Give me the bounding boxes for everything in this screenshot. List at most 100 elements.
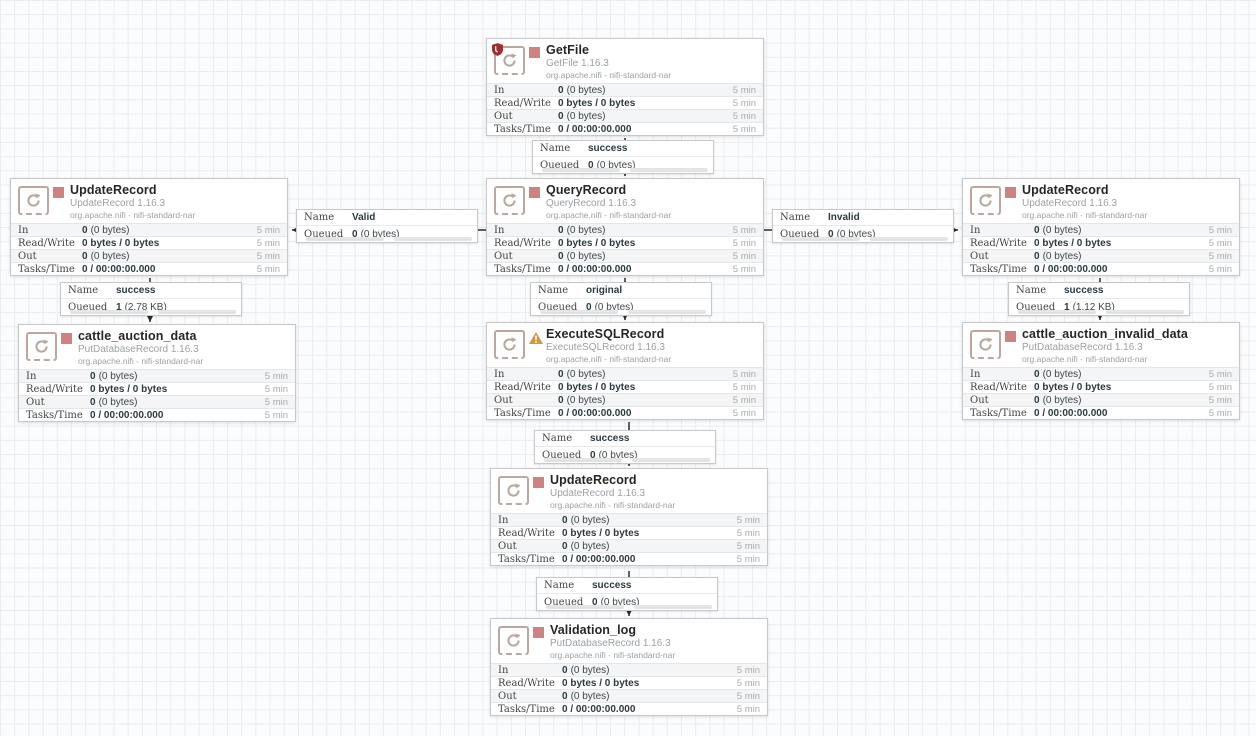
connection-queued-label: Queued bbox=[538, 301, 578, 313]
processor-type: PutDatabaseRecord 1.16.3 bbox=[550, 638, 671, 649]
stat-label: In bbox=[970, 368, 981, 380]
queue-count-bar bbox=[1018, 310, 1096, 314]
stat-window: 5 min bbox=[732, 394, 756, 406]
stat-label: Read/Write bbox=[970, 237, 1027, 249]
queue-size-bar bbox=[394, 237, 472, 241]
stat-window: 5 min bbox=[1208, 381, 1232, 393]
stat-window: 5 min bbox=[736, 553, 760, 565]
stat-window: 5 min bbox=[256, 263, 280, 275]
stat-window: 5 min bbox=[1208, 237, 1232, 249]
processor-stamp-icon bbox=[498, 476, 529, 505]
stat-label: Read/Write bbox=[498, 527, 555, 539]
stat-label: Out bbox=[970, 250, 989, 262]
refresh-arrow-icon bbox=[979, 193, 993, 207]
stat-window: 5 min bbox=[736, 540, 760, 552]
stat-window: 5 min bbox=[1208, 224, 1232, 236]
stat-window: 5 min bbox=[264, 409, 288, 421]
processor-title: Validation_log bbox=[550, 623, 637, 637]
stat-label: Tasks/Time bbox=[26, 409, 83, 421]
processor-cattle-auction-data[interactable]: cattle_auction_data PutDatabaseRecord 1.… bbox=[18, 324, 296, 422]
refresh-arrow-icon bbox=[503, 193, 517, 207]
stat-row-tasks: Tasks/Time 0 / 00:00:00.000 5 min bbox=[491, 552, 767, 565]
connection-queued-label: Queued bbox=[542, 449, 582, 461]
processor-bundle: org.apache.nifi - nifi-standard-nar bbox=[1022, 354, 1148, 364]
processor-updaterecord-right[interactable]: UpdateRecord UpdateRecord 1.16.3 org.apa… bbox=[962, 178, 1240, 276]
processor-getfile[interactable]: GetFile GetFile 1.16.3 org.apache.nifi -… bbox=[486, 38, 764, 136]
processor-header: UpdateRecord UpdateRecord 1.16.3 org.apa… bbox=[963, 179, 1239, 223]
processor-updaterecord-mid[interactable]: UpdateRecord UpdateRecord 1.16.3 org.apa… bbox=[490, 468, 768, 566]
processor-header: QueryRecord QueryRecord 1.16.3 org.apach… bbox=[487, 179, 763, 223]
stat-window: 5 min bbox=[736, 527, 760, 539]
stat-window: 5 min bbox=[736, 677, 760, 689]
stat-row-in: In 0(0 bytes) 5 min bbox=[487, 223, 763, 236]
processor-updaterecord-left[interactable]: UpdateRecord UpdateRecord 1.16.3 org.apa… bbox=[10, 178, 288, 276]
queue-count-bar bbox=[544, 458, 622, 462]
stopped-indicator-icon bbox=[53, 187, 64, 198]
stat-row-readwrite: Read/Write 0 bytes / 0 bytes 5 min bbox=[487, 96, 763, 109]
stat-label: Out bbox=[494, 110, 513, 122]
stat-window: 5 min bbox=[1208, 263, 1232, 275]
processor-type: UpdateRecord 1.16.3 bbox=[70, 198, 166, 209]
queue-count-bar bbox=[540, 310, 618, 314]
stat-row-in: In 0(0 bytes) 5 min bbox=[963, 223, 1239, 236]
connection-queued-label: Queued bbox=[540, 159, 580, 171]
processor-type: PutDatabaseRecord 1.16.3 bbox=[78, 344, 199, 355]
processor-header: GetFile GetFile 1.16.3 org.apache.nifi -… bbox=[487, 39, 763, 83]
stat-window: 5 min bbox=[1208, 250, 1232, 262]
processor-cattle-auction-invalid-data[interactable]: cattle_auction_invalid_data PutDatabaseR… bbox=[962, 322, 1240, 420]
processor-stamp-icon bbox=[494, 186, 525, 215]
stopped-indicator-icon bbox=[529, 47, 540, 58]
stat-label: Out bbox=[970, 394, 989, 406]
stat-row-in: In 0(0 bytes) 5 min bbox=[491, 513, 767, 526]
processor-bundle: org.apache.nifi - nifi-standard-nar bbox=[546, 210, 672, 220]
stat-window: 5 min bbox=[256, 250, 280, 262]
stat-row-in: In 0(0 bytes) 5 min bbox=[11, 223, 287, 236]
stat-row-tasks: Tasks/Time 0 / 00:00:00.000 5 min bbox=[19, 408, 295, 421]
stat-label: Out bbox=[494, 394, 513, 406]
processor-stamp-icon bbox=[26, 332, 57, 361]
processor-queryrecord[interactable]: QueryRecord QueryRecord 1.16.3 org.apach… bbox=[486, 178, 764, 276]
stat-window: 5 min bbox=[732, 237, 756, 249]
connection-name-label: Name bbox=[544, 580, 575, 591]
stat-window: 5 min bbox=[264, 370, 288, 382]
stat-row-out: Out 0(0 bytes) 5 min bbox=[487, 109, 763, 122]
processor-type: ExecuteSQLRecord 1.16.3 bbox=[546, 342, 665, 353]
processor-executesqlrecord[interactable]: ExecuteSQLRecord ExecuteSQLRecord 1.16.3… bbox=[486, 322, 764, 420]
stat-row-tasks: Tasks/Time 0 / 00:00:00.000 5 min bbox=[487, 122, 763, 135]
stat-label: Tasks/Time bbox=[494, 263, 551, 275]
stat-row-tasks: Tasks/Time 0 / 00:00:00.000 5 min bbox=[491, 702, 767, 715]
processor-type: QueryRecord 1.16.3 bbox=[546, 198, 637, 209]
processor-type: GetFile 1.16.3 bbox=[546, 58, 609, 69]
stat-label: Out bbox=[498, 690, 517, 702]
processor-validation-log[interactable]: Validation_log PutDatabaseRecord 1.16.3 … bbox=[490, 618, 768, 716]
connection-name-label: Name bbox=[540, 143, 571, 154]
stat-window: 5 min bbox=[736, 703, 760, 715]
stat-row-out: Out 0(0 bytes) 5 min bbox=[491, 689, 767, 702]
stat-label: Tasks/Time bbox=[970, 407, 1027, 419]
stat-label: Out bbox=[18, 250, 37, 262]
processor-title: ExecuteSQLRecord bbox=[546, 327, 665, 341]
connection-name-value: success bbox=[116, 285, 156, 296]
processor-title: UpdateRecord bbox=[550, 473, 637, 487]
queue-count-bar bbox=[546, 605, 624, 609]
stat-window: 5 min bbox=[732, 84, 756, 96]
stat-row-out: Out 0(0 bytes) 5 min bbox=[491, 539, 767, 552]
refresh-arrow-icon bbox=[507, 483, 521, 497]
stat-window: 5 min bbox=[256, 237, 280, 249]
queue-count-bar bbox=[306, 237, 384, 241]
stopped-indicator-icon bbox=[529, 187, 540, 198]
queue-size-bar bbox=[1106, 310, 1184, 314]
processor-bundle: org.apache.nifi - nifi-standard-nar bbox=[550, 650, 676, 660]
stat-window: 5 min bbox=[732, 97, 756, 109]
stat-window: 5 min bbox=[732, 110, 756, 122]
stat-window: 5 min bbox=[732, 381, 756, 393]
